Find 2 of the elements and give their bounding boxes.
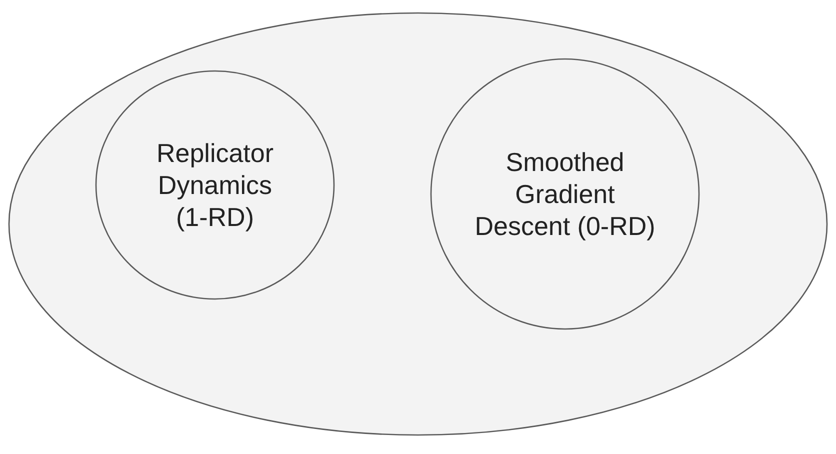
node-label: Replicator Dynamics (1-RD) bbox=[155, 137, 275, 233]
node-label: Smoothed Gradient Descent (0-RD) bbox=[474, 146, 656, 242]
